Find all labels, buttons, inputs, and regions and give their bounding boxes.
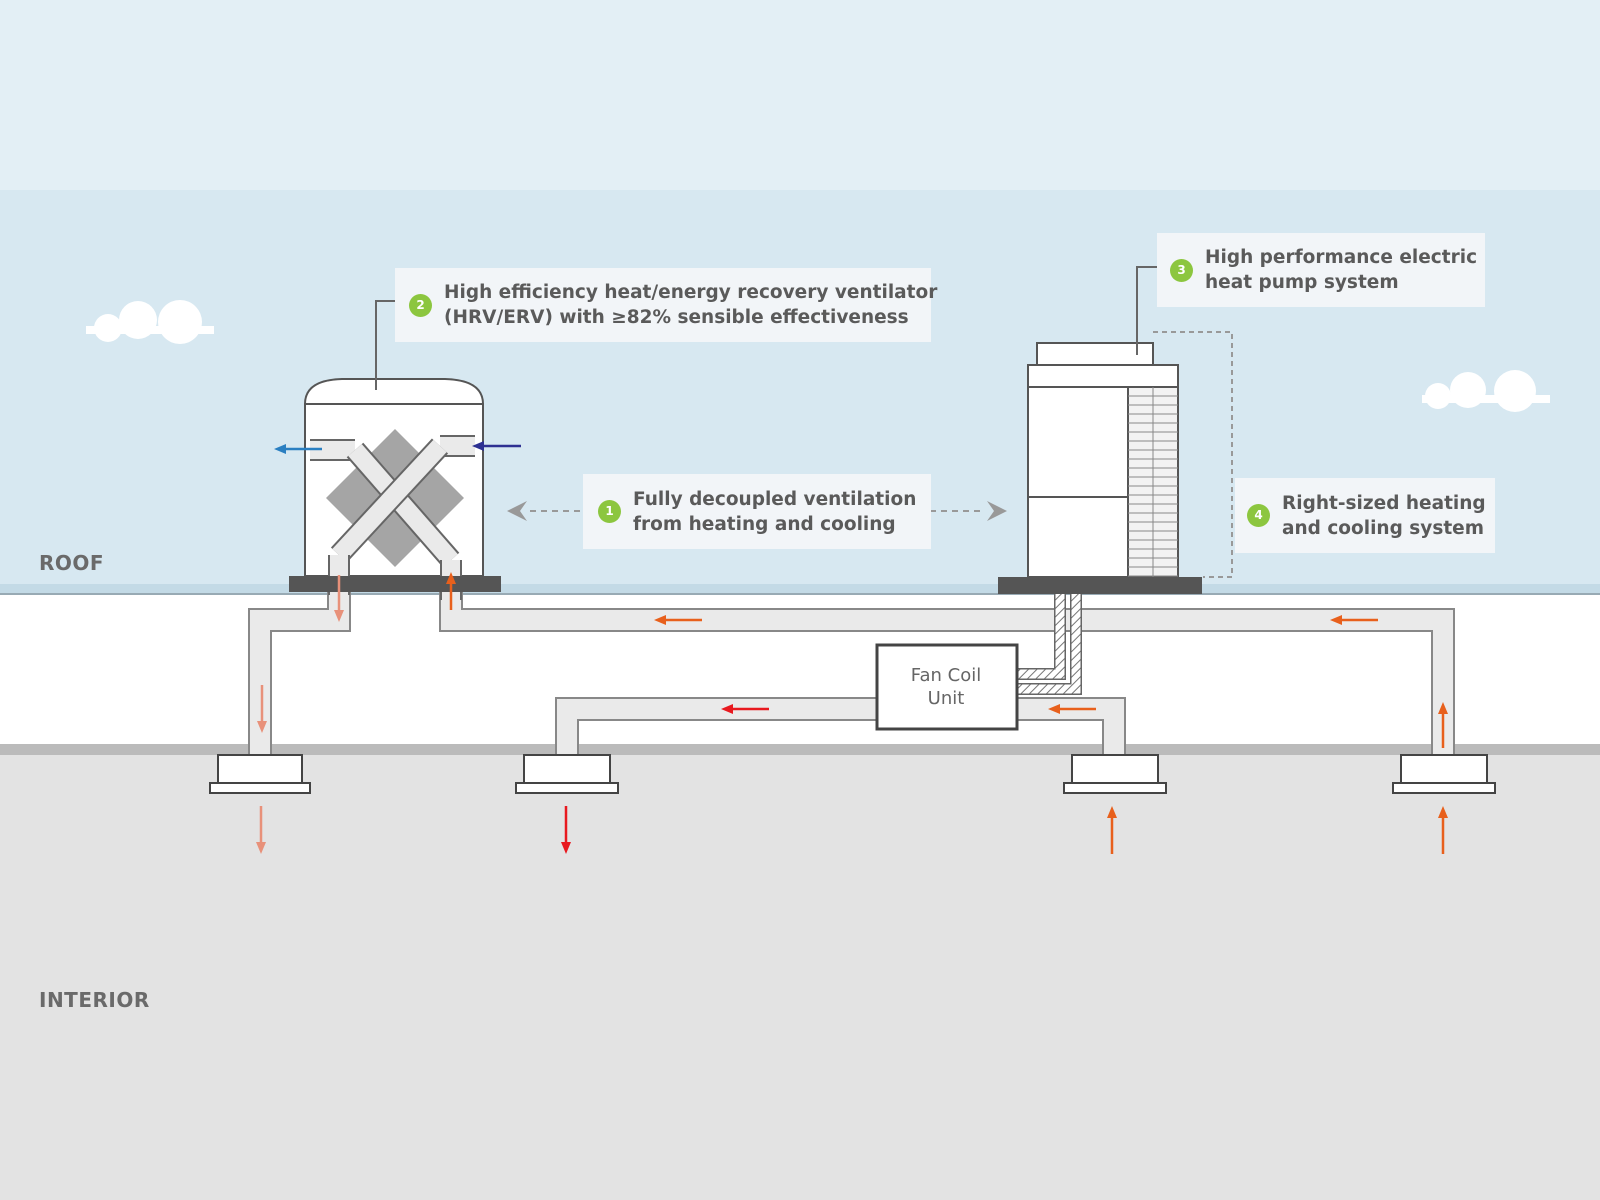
callout-text: Fully decoupled ventilation from heating… — [633, 487, 916, 537]
interior-label: INTERIOR — [39, 988, 150, 1012]
fan-coil-unit-line1: Fan Coil — [910, 665, 982, 686]
exhaust-air-arrow — [334, 575, 344, 622]
callout-line: High efficiency heat/energy recovery ven… — [444, 282, 938, 303]
callout-text: High efficiency heat/energy recovery ven… — [444, 280, 937, 330]
outdoor-exhaust-arrow — [274, 444, 322, 454]
ceiling-line — [0, 744, 1600, 755]
callout-leaders — [375, 266, 1157, 390]
return-air-arrow — [1330, 615, 1378, 625]
exhaust-air-arrow — [257, 685, 267, 733]
callout-right-sized: 4 Right-sized heating and cooling system — [1235, 478, 1495, 553]
callout-text: Right-sized heating and cooling system — [1282, 491, 1486, 541]
interior-background — [0, 755, 1600, 1200]
return-air-arrow — [1438, 806, 1448, 854]
fan-coil-unit-label: Fan Coil Unit — [875, 645, 1017, 729]
callout-line: Fully decoupled ventilation — [633, 488, 917, 510]
callout-line: heat pump system — [1205, 272, 1399, 293]
callout-hrv-erv: 2 High efficiency heat/energy recovery v… — [395, 268, 937, 342]
return-air-arrow — [1438, 702, 1448, 748]
cloud-icon — [86, 300, 214, 344]
decoupled-arrows — [507, 501, 1007, 521]
roof-label: ROOF — [39, 551, 105, 575]
return-air-arrow — [654, 615, 702, 625]
callout-line: and cooling system — [1282, 517, 1485, 539]
callout-decoupled-ventilation: 1 Fully decoupled ventilation from heati… — [583, 474, 931, 549]
callout-line: Right-sized heating — [1282, 492, 1486, 514]
callout-number-badge: 4 — [1247, 504, 1270, 527]
heat-pump-unit-icon — [998, 342, 1202, 594]
fan-coil-unit-icon — [875, 643, 1019, 731]
return-air-arrow — [1048, 704, 1096, 714]
callout-heat-pump: 3 High performance electric heat pump sy… — [1157, 233, 1485, 307]
hrv-erv-unit-icon — [289, 378, 501, 600]
supply-air-arrow — [561, 806, 571, 854]
cloud-icon — [1422, 370, 1550, 412]
exhaust-air-arrow — [256, 806, 266, 854]
outdoor-intake-arrow — [472, 441, 521, 451]
roof-edge — [0, 584, 1600, 595]
callout-line: (HRV/ERV) with ≥82% sensible effectivene… — [444, 307, 909, 328]
return-air-arrow — [446, 572, 456, 610]
callout-line: High performance electric — [1205, 247, 1478, 268]
right-sized-bracket — [1153, 331, 1233, 578]
return-air-arrow — [1107, 806, 1117, 854]
diffuser-icon — [1063, 754, 1167, 794]
diffuser-icon — [515, 754, 619, 794]
diffuser-icon — [1392, 754, 1496, 794]
diffuser-icon — [209, 754, 311, 794]
callout-text: High performance electric heat pump syst… — [1205, 245, 1477, 295]
callout-number-badge: 2 — [409, 293, 432, 317]
callout-number-badge: 3 — [1170, 258, 1193, 282]
airflow-arrows — [256, 441, 1448, 854]
callout-number-badge: 1 — [598, 500, 621, 523]
refrigerant-lines — [1017, 580, 1082, 695]
fan-coil-unit-line2: Unit — [927, 688, 965, 709]
callout-line: from heating and cooling — [633, 513, 896, 535]
supply-air-arrow — [721, 704, 769, 714]
